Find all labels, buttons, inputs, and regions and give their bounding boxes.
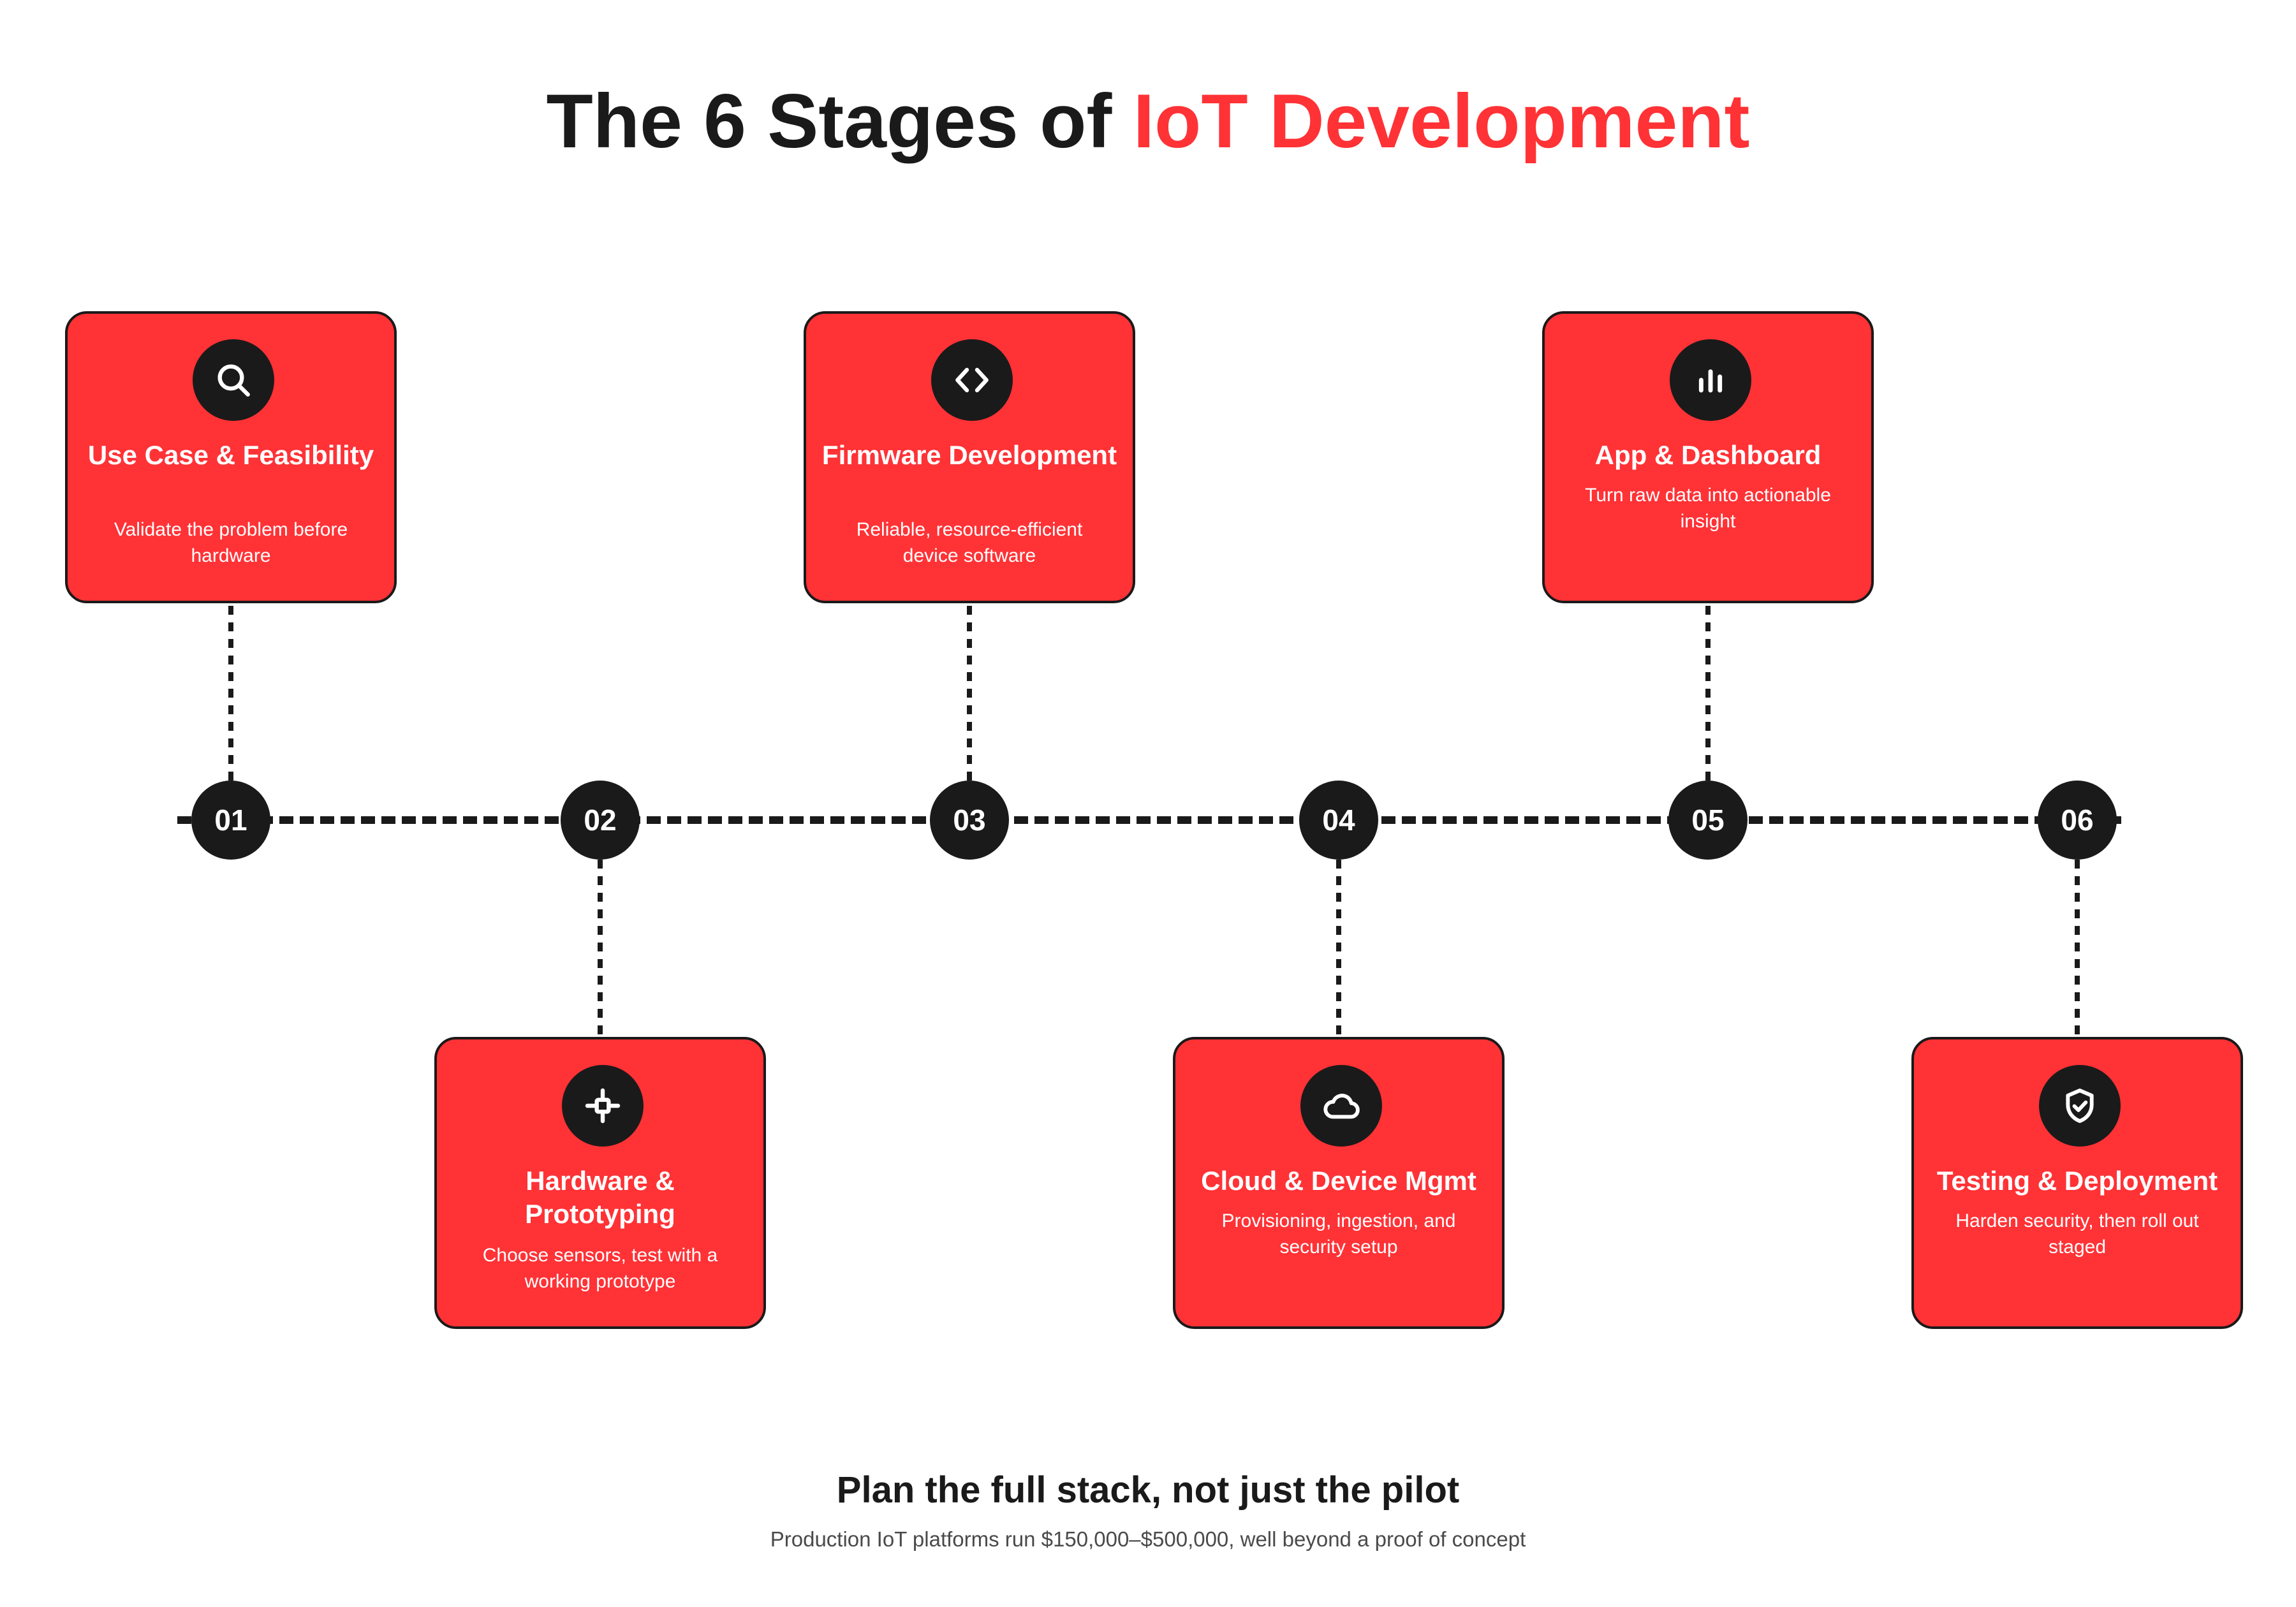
title-prefix: The 6 Stages of	[546, 78, 1133, 164]
stage-number-05: 05	[1668, 781, 1748, 860]
stage-card-06: Testing & Deployment Harden security, th…	[1911, 1037, 2243, 1329]
code-icon	[931, 339, 1013, 421]
stage-number-01: 01	[191, 781, 270, 860]
stage-number-06: 06	[2038, 781, 2117, 860]
stage-title: Hardware & Prototyping	[525, 1166, 675, 1229]
stage-description: Reliable, resource-efficient device soft…	[856, 519, 1083, 566]
stage-description: Choose sensors, test with a working prot…	[482, 1245, 718, 1292]
page-title: The 6 Stages of IoT Development	[0, 77, 2296, 166]
stage-card-03: Firmware Development Reliable, resource-…	[804, 311, 1135, 603]
stage-number-04: 04	[1299, 781, 1378, 860]
bar-chart-icon	[1670, 339, 1751, 421]
stage-card-05: App & Dashboard Turn raw data into actio…	[1542, 311, 1874, 603]
stage-title: Testing & Deployment	[1936, 1166, 2218, 1196]
stage-card-04: Cloud & Device Mgmt Provisioning, ingest…	[1173, 1037, 1505, 1329]
stage-title: Cloud & Device Mgmt	[1201, 1166, 1476, 1196]
stage-description: Turn raw data into actionable insight	[1585, 485, 1831, 532]
stage-number-03: 03	[930, 781, 1009, 860]
stage-title: App & Dashboard	[1594, 440, 1821, 470]
chip-icon	[562, 1065, 644, 1147]
stage-description: Harden security, then roll out staged	[1955, 1210, 2199, 1258]
title-accent: IoT Development	[1133, 78, 1750, 164]
footer-note: Production IoT platforms run $150,000–$5…	[770, 1527, 1526, 1551]
stage-title: Use Case & Feasibility	[87, 440, 374, 470]
stage-title: Firmware Development	[821, 440, 1117, 470]
stage-number-02: 02	[561, 781, 640, 860]
stage-card-02: Hardware & Prototyping Choose sensors, t…	[434, 1037, 766, 1329]
footer-heading: Plan the full stack, not just the pilot	[836, 1469, 1460, 1511]
stage-description: Validate the problem before hardware	[114, 519, 348, 566]
shield-check-icon	[2039, 1065, 2121, 1147]
search-icon	[193, 339, 274, 421]
stage-card-01: Use Case & Feasibility Validate the prob…	[65, 311, 397, 603]
stage-description: Provisioning, ingestion, and security se…	[1221, 1210, 1456, 1258]
cloud-icon	[1300, 1065, 1382, 1147]
